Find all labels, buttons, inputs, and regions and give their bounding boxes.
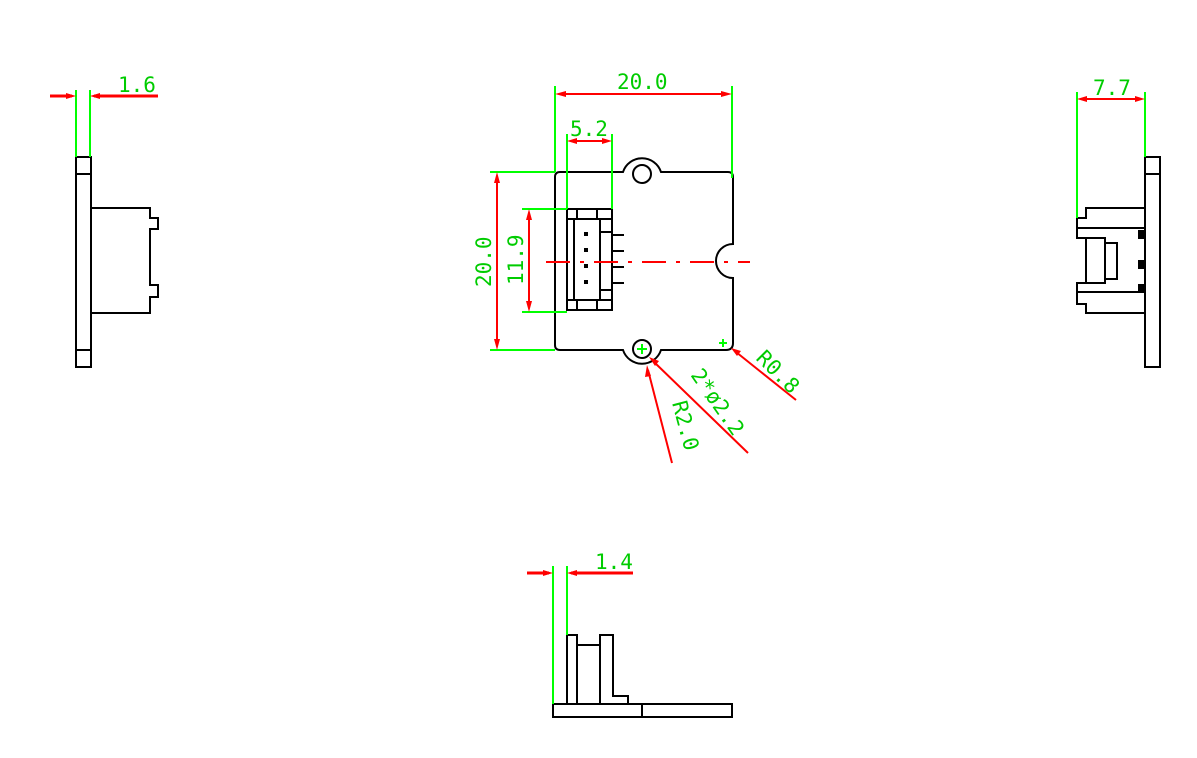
- connector-width-dimension: 5.2: [566, 117, 613, 209]
- contact-3: [584, 264, 588, 268]
- right-connector-body: [1076, 207, 1145, 314]
- hole-radius-label: R2.0: [667, 398, 703, 453]
- connector-tab-top-left: [566, 208, 578, 220]
- bottom-thickness-dimension: 1.4: [527, 550, 633, 704]
- ch-arrow-top: [526, 209, 532, 220]
- top-width-label: 20.0: [617, 70, 668, 94]
- left-thickness-dimension: 1.6: [50, 73, 158, 157]
- lh-arrow-top: [494, 172, 500, 183]
- conn-arrow-left: [567, 138, 577, 144]
- connector-width-label: 5.2: [570, 117, 608, 141]
- connector-tab-bottom-left: [566, 299, 578, 311]
- connector-height-dimension: 11.9: [504, 208, 567, 313]
- bottom-thickness-label: 1.4: [595, 550, 633, 574]
- rd-arrow-left: [1077, 96, 1087, 102]
- left-arrowhead-1: [66, 93, 76, 99]
- left-side-view: [75, 156, 159, 368]
- left-board-edge: [75, 156, 92, 368]
- bt-arrowhead-1: [543, 570, 553, 576]
- left-height-label: 20.0: [472, 236, 496, 287]
- r08-leader-line: [735, 351, 797, 401]
- right-board-edge: [1144, 156, 1161, 368]
- r08-arrow: [731, 348, 741, 356]
- connector-inner: [573, 218, 601, 301]
- right-pin-blocks: [1138, 230, 1145, 293]
- top-arrow-left: [555, 91, 566, 97]
- left-arrowhead-2: [90, 93, 100, 99]
- lh-arrow-bottom: [494, 339, 500, 350]
- bt-arrowhead-2: [567, 570, 577, 576]
- contact-4: [584, 280, 588, 284]
- r20-arrow: [645, 365, 651, 377]
- hole-leader-line: [653, 361, 749, 454]
- bottom-connector-body: [566, 634, 629, 704]
- left-thickness-label: 1.6: [118, 73, 156, 97]
- left-connector-body: [91, 207, 159, 314]
- front-view: [554, 157, 734, 365]
- right-connector-inner: [1105, 242, 1118, 280]
- r20-leader-line: [647, 369, 673, 464]
- connector-contacts: [584, 232, 588, 284]
- ch-arrow-bottom: [526, 301, 532, 312]
- connector-tab-top-right: [596, 208, 613, 220]
- right-pin-2: [1138, 260, 1145, 269]
- conn-arrow-right: [602, 138, 612, 144]
- hole-center-marks: [637, 339, 727, 354]
- right-depth-dimension: 7.7: [1076, 76, 1146, 218]
- connector-height-label: 11.9: [504, 234, 528, 285]
- top-width-dimension: 20.0: [554, 70, 733, 178]
- right-pin-3: [1138, 284, 1145, 293]
- rd-arrow-right: [1135, 96, 1145, 102]
- right-depth-label: 7.7: [1093, 76, 1131, 100]
- contact-1: [584, 232, 588, 236]
- right-connector-latch: [1086, 237, 1106, 284]
- right-side-view: [1076, 156, 1161, 368]
- top-arrow-right: [721, 91, 732, 97]
- top-mounting-hole: [632, 164, 652, 184]
- hole-arrow: [649, 357, 659, 366]
- board-outline: [554, 157, 734, 365]
- corner-radius-leader: R0.8: [731, 346, 804, 401]
- connector-tab-bottom-right: [596, 299, 613, 311]
- bottom-mounting-hole: [632, 339, 652, 359]
- left-height-dimension: 20.0: [472, 171, 555, 351]
- right-pin-1: [1138, 230, 1145, 239]
- contact-2: [584, 248, 588, 252]
- bottom-view: [552, 634, 733, 718]
